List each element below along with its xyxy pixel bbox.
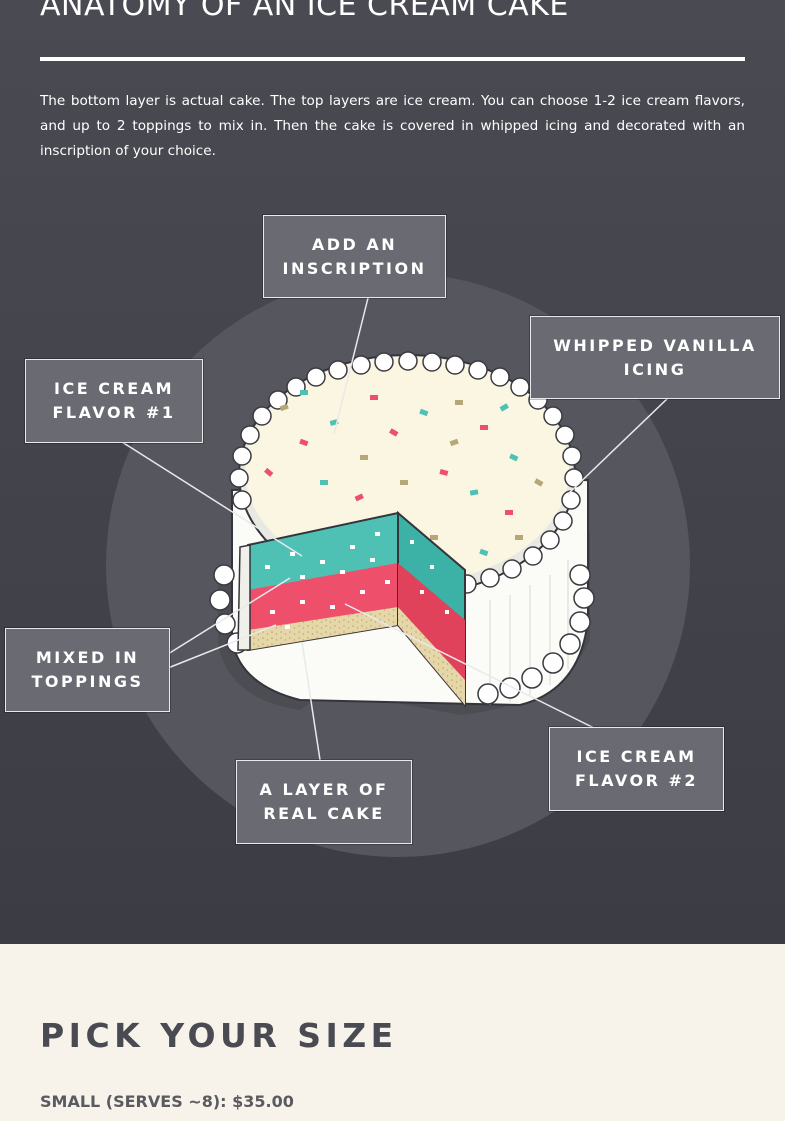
anatomy-intro: The bottom layer is actual cake. The top…: [40, 93, 745, 159]
anatomy-section: ANATOMY OF AN ICE CREAM CAKE The bottom …: [0, 0, 785, 944]
size-section: PICK YOUR SIZE SMALL (SERVES ~8): $35.00: [0, 944, 785, 1121]
callout-icing: WHIPPED VANILLA ICING: [530, 316, 780, 399]
callout-inscription: ADD AN INSCRIPTION: [263, 215, 446, 298]
callout-toppings: MIXED IN TOPPINGS: [5, 628, 170, 712]
callout-connectors: [121, 297, 669, 761]
sprinkles: [264, 390, 544, 557]
title-divider: [40, 57, 745, 61]
callout-cake-layer: A LAYER OF REAL CAKE: [236, 760, 412, 844]
callout-flavor-1: ICE CREAM FLAVOR #1: [25, 359, 203, 443]
cake-illustration: [106, 273, 690, 857]
callout-flavor-2: ICE CREAM FLAVOR #2: [549, 727, 724, 811]
size-heading: PICK YOUR SIZE: [40, 1016, 398, 1055]
cut-layers: [237, 510, 466, 708]
size-option-small[interactable]: SMALL (SERVES ~8): $35.00: [40, 1092, 294, 1111]
anatomy-title: ANATOMY OF AN ICE CREAM CAKE: [40, 0, 569, 23]
cake-diagram: ADD AN INSCRIPTION WHIPPED VANILLA ICING…: [0, 180, 785, 880]
